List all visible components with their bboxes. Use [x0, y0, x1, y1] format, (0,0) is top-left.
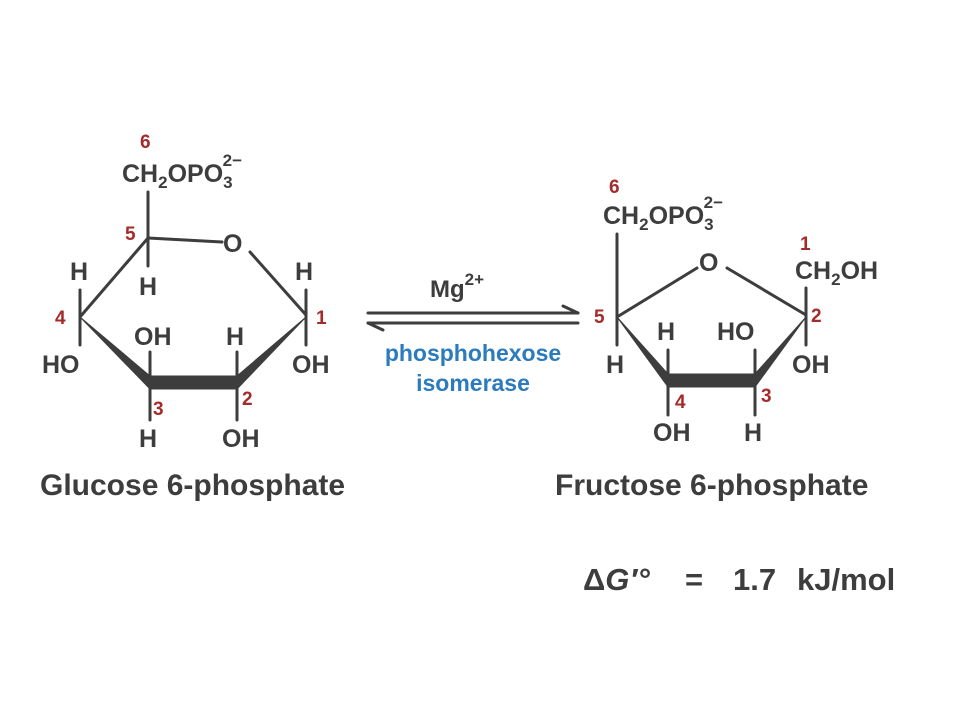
equilibrium-arrows: Mg2+ phosphohexose isomerase [366, 270, 580, 396]
fructose-wedge-c3-c2 [754, 316, 807, 388]
glucose-6-phosphate-structure: 6 CH2OPO32− 5 O H H 4 HO OH H 3 2 H OH H… [40, 132, 345, 502]
glucose-c1-number: 1 [316, 308, 327, 329]
enzyme-name-line1: phosphohexose [385, 340, 561, 366]
fructose-c6-group: CH2OPO32− [603, 193, 723, 234]
glucose-c5-number: 5 [125, 224, 136, 245]
fructose-wedge-c4-c3 [667, 373, 756, 388]
glucose-c2-number: 2 [242, 389, 253, 410]
glucose-c4-number: 4 [55, 308, 66, 329]
fructose-c1-group: CH2OH [795, 257, 878, 289]
fructose-c4-oh: OH [653, 419, 691, 447]
glucose-c3-number: 3 [153, 399, 164, 420]
fructose-c6-number: 6 [609, 177, 620, 198]
fructose-ring-oxygen: O [699, 249, 718, 277]
glucose-bond-o-c1 [248, 250, 308, 317]
fructose-c5-h: H [606, 351, 624, 379]
glucose-bond-c5-o [146, 236, 224, 244]
delta-g-symbol: ΔG′° [583, 562, 651, 597]
glucose-c2-h: H [226, 323, 244, 351]
glucose-c4-h: H [70, 258, 88, 286]
glucose-c2-oh: OH [222, 425, 260, 453]
fructose-bond-c5-o [615, 266, 699, 319]
fructose-bond-o-c2 [725, 266, 808, 317]
free-energy-change: ΔG′° = 1.7 kJ/mol [583, 562, 895, 597]
fructose-c2-oh: OH [792, 351, 830, 379]
delta-g-value: 1.7 [733, 562, 776, 597]
equals-sign: = [685, 562, 703, 597]
fructose-6-phosphate-structure: 6 CH2OPO32− O 1 CH2OH 5 H HO 2 H OH 4 3 … [555, 177, 878, 502]
glucose-name: Glucose 6-phosphate [40, 469, 345, 502]
fructose-c4-h-top: H [657, 318, 675, 346]
reverse-arrow-head [366, 321, 385, 332]
glucose-ring-oxygen: O [223, 230, 242, 258]
fructose-c3-number: 3 [761, 386, 772, 407]
glucose-c1-oh: OH [292, 351, 330, 379]
glucose-wedge-c3-c2 [149, 375, 238, 390]
glucose-c1-h: H [295, 258, 313, 286]
glucose-c5-h: H [139, 273, 157, 301]
fructose-c3-ho: HO [717, 318, 755, 346]
enzyme-name-line2: isomerase [416, 370, 530, 396]
fructose-c5-number: 5 [594, 307, 605, 328]
fructose-c1-number: 1 [800, 234, 811, 255]
fructose-c2-number: 2 [811, 306, 822, 327]
glucose-c4-ho: HO [42, 351, 80, 379]
glucose-c6-group: CH2OPO32− [122, 151, 242, 192]
forward-arrow-head [561, 304, 580, 315]
delta-g-unit: kJ/mol [797, 562, 895, 597]
fructose-name: Fructose 6-phosphate [555, 469, 868, 502]
glucose-c6-number: 6 [140, 132, 151, 153]
fructose-c3-h: H [744, 419, 762, 447]
glucose-bond-c5-c4 [78, 236, 150, 319]
glucose-wedge-c2-c1 [236, 316, 307, 390]
glucose-c3-oh: OH [134, 323, 172, 351]
fructose-c4-number: 4 [675, 392, 686, 413]
glucose-c3-h: H [139, 425, 157, 453]
cofactor-label: Mg2+ [430, 270, 484, 303]
